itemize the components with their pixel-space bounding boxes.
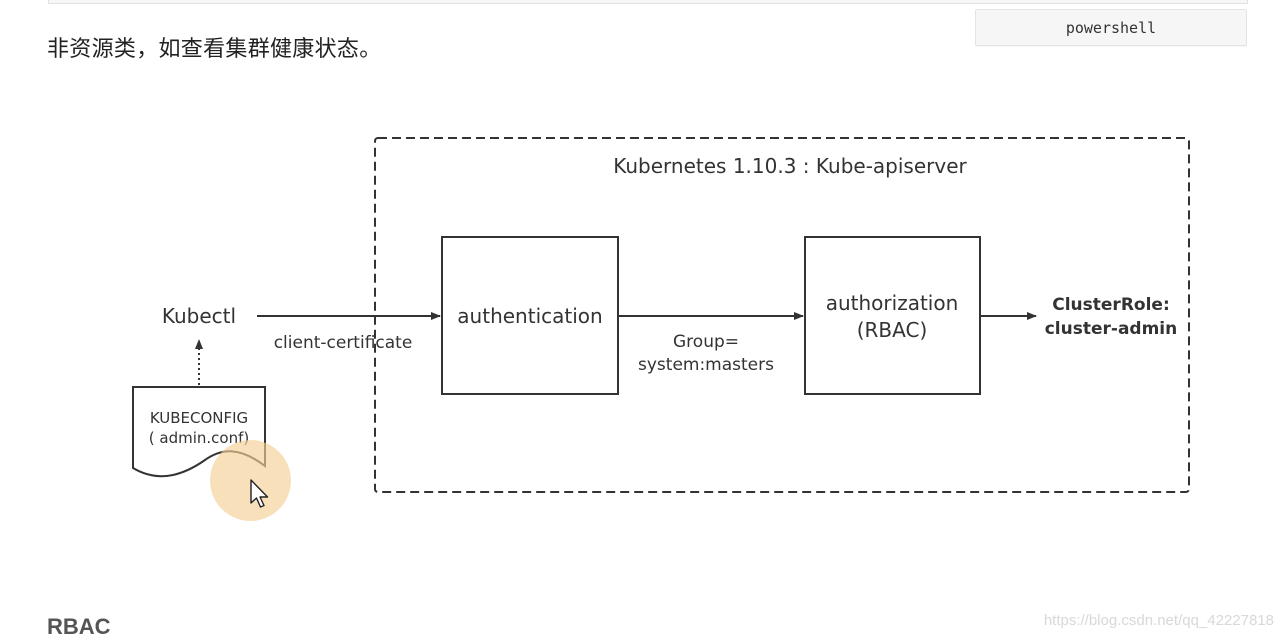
authorization-label-line2: (RBAC) xyxy=(857,318,928,342)
apiserver-title: Kubernetes 1.10.3 : Kube-apiserver xyxy=(613,154,967,178)
cluster-role-label: ClusterRole: xyxy=(1052,295,1170,315)
kubeconfig-file: ( admin.conf) xyxy=(149,429,249,447)
watermark: https://blog.csdn.net/qq_42227818 xyxy=(1043,612,1274,629)
previous-code-block-edge xyxy=(48,0,1248,4)
section-heading: RBAC xyxy=(47,614,111,639)
authentication-label: authentication xyxy=(457,304,602,328)
intro-paragraph: 非资源类，如查看集群健康状态。 xyxy=(47,37,382,62)
code-language-badge[interactable]: powershell xyxy=(975,9,1247,46)
group-label-line1: Group= xyxy=(673,332,739,352)
mouse-pointer-icon xyxy=(250,479,269,508)
cluster-admin-label: cluster-admin xyxy=(1045,319,1178,339)
group-label-line2: system:masters xyxy=(638,355,774,375)
kubectl-label: Kubectl xyxy=(162,304,236,328)
authorization-box xyxy=(804,236,981,395)
apiserver-boundary xyxy=(374,137,1190,493)
client-cert-label: client-certificate xyxy=(274,333,413,353)
kubeconfig-title: KUBECONFIG xyxy=(150,409,248,427)
authorization-label-line1: authorization xyxy=(826,291,959,315)
authentication-box xyxy=(441,236,619,395)
